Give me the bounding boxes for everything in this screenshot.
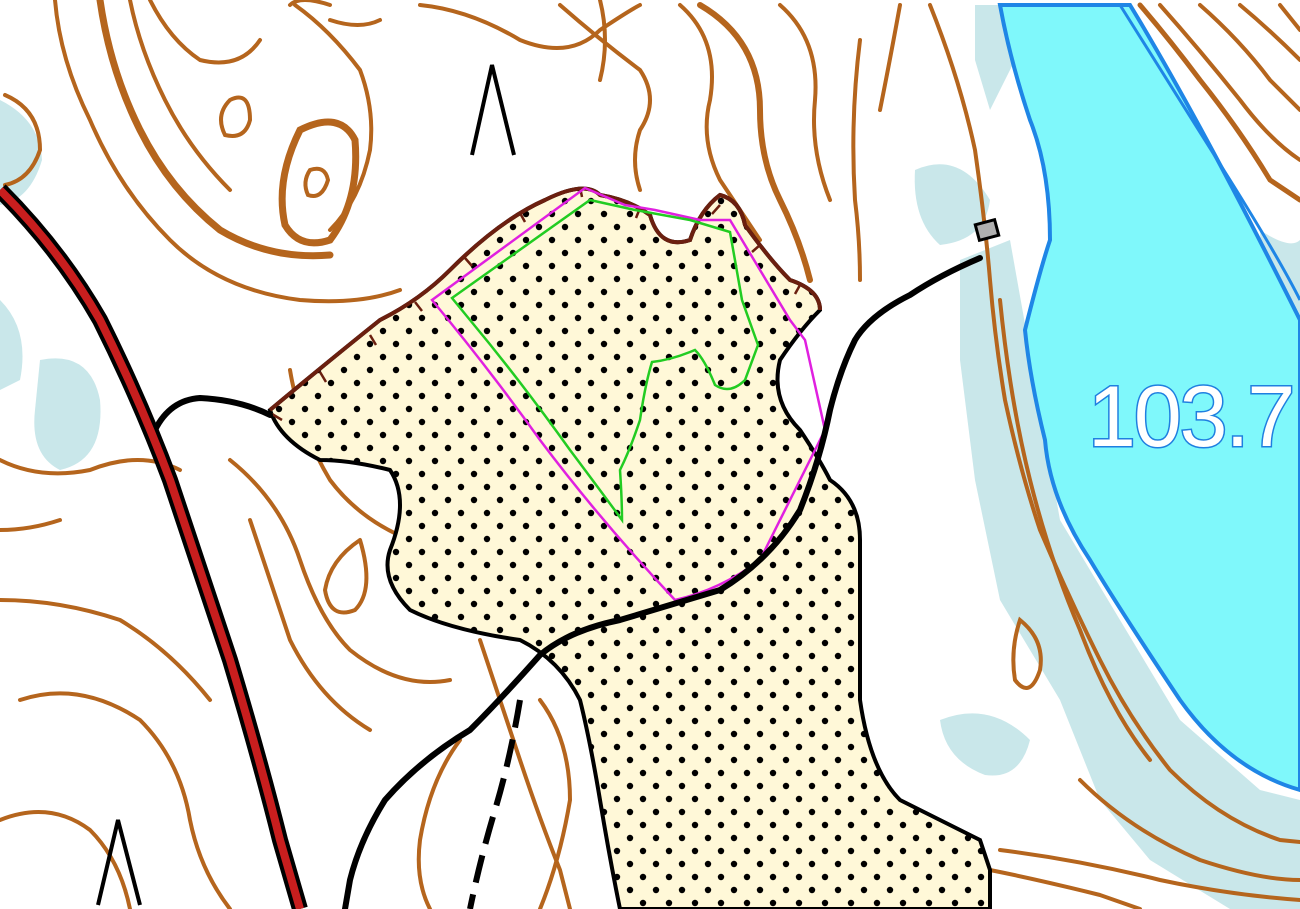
magenta-outline: [430, 186, 827, 602]
trails: [152, 255, 983, 909]
lake-elevation-label: 103.7: [1088, 369, 1293, 465]
paved-road: [0, 184, 308, 909]
cliff-ticks: [271, 186, 802, 422]
green-outline: [450, 198, 760, 524]
lake: [997, 3, 1300, 793]
depression-symbols: [96, 64, 516, 906]
lake-inner-edge: [1118, 4, 1300, 301]
dashed-path: [467, 699, 523, 909]
building: [973, 217, 1001, 243]
cliff-edge: [268, 186, 822, 412]
